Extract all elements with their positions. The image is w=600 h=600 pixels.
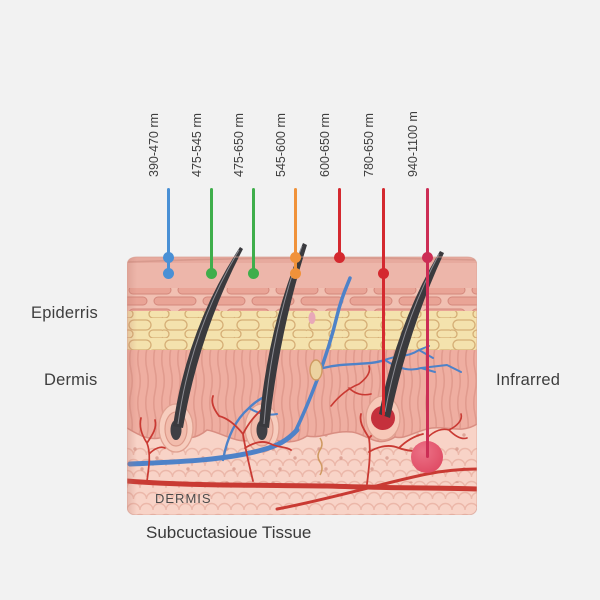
sebaceous-gland — [309, 359, 323, 381]
wavelength-label: 940-1100 m — [406, 111, 420, 177]
wavelength-label: 475-650 rm — [232, 113, 246, 177]
hair-follicle — [244, 403, 280, 453]
wavelength-dot — [289, 251, 301, 263]
epidermis-label: Epiderris — [31, 304, 98, 322]
blood-vessel-blue — [127, 276, 462, 467]
wavelength-line — [251, 188, 255, 274]
wavelength-label: 600-650 rm — [318, 113, 332, 177]
wavelength-dot — [247, 267, 259, 279]
wavelength-line — [166, 188, 170, 274]
wavelength-dot — [162, 251, 174, 263]
wavelength-dot — [205, 267, 217, 279]
wavelength-line — [381, 188, 385, 416]
infrared-label: Infrarred — [496, 371, 561, 389]
gland-duct — [308, 312, 316, 324]
skin-illustration: DERMIS — [127, 243, 477, 515]
wavelength-label: 475-545 rm — [190, 113, 204, 177]
wavelength-line — [209, 188, 213, 274]
wavelength-dot — [289, 267, 301, 279]
dermis-label: Dermis — [44, 371, 98, 389]
wavelength-label: 545-600 rm — [274, 113, 288, 177]
blood-vessel-red — [127, 365, 477, 511]
wavelength-dot — [162, 267, 174, 279]
wavelength-dot — [377, 267, 389, 279]
wavelength-line — [337, 188, 341, 258]
wavelength-dot — [333, 251, 345, 263]
wavelength-label: 780-650 rm — [362, 113, 376, 177]
wavelength-label: 390-470 rm — [147, 113, 161, 177]
dermis-caption: DERMIS — [155, 491, 212, 506]
wavelength-line — [425, 188, 429, 458]
wavelength-dot — [421, 251, 433, 263]
nerve — [317, 437, 323, 476]
wavelength-line — [293, 188, 297, 274]
subcutaneous-label: Subcuctasioue Tissue — [146, 523, 312, 542]
